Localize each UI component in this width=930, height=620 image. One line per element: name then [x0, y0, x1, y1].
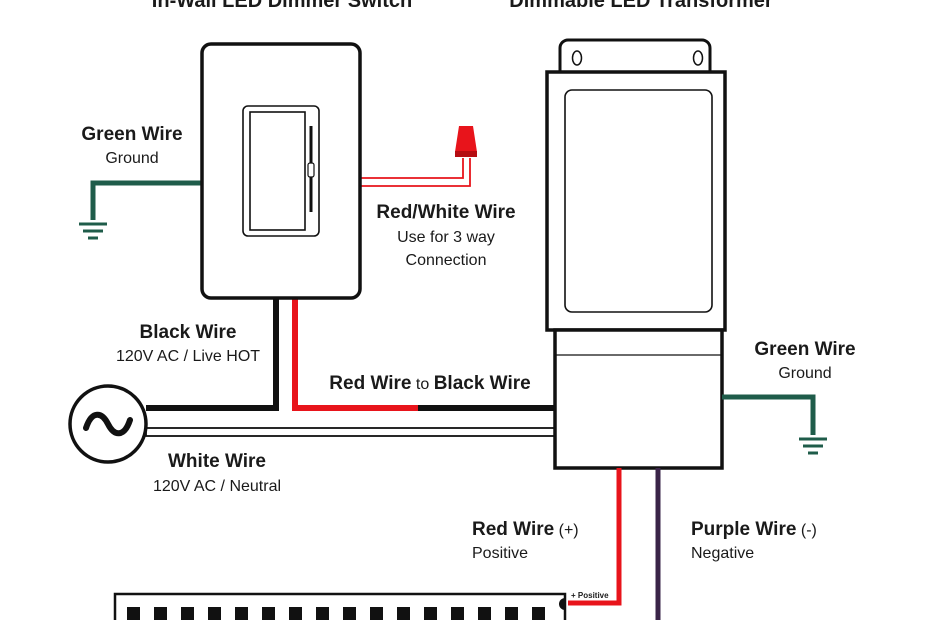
ground-icon [79, 222, 107, 240]
green-left-desc: Ground [105, 150, 158, 167]
mount-hole-icon [692, 50, 704, 66]
white-label: White Wire [168, 451, 266, 472]
led-chip [262, 607, 275, 620]
led-chip [235, 607, 248, 620]
red-white-wire [360, 126, 477, 187]
led-chip [505, 607, 518, 620]
white-desc: 120V AC / Neutral [153, 478, 281, 495]
transformer [545, 38, 727, 470]
led-chip [316, 607, 329, 620]
red-to-black-label: Red Wire to Black Wire [329, 373, 530, 394]
red-output-wire [568, 468, 622, 606]
dimmer-title: In-Wall LED Dimmer Switch [152, 0, 412, 12]
red-white-desc2: Connection [406, 252, 487, 269]
red-white-desc1: Use for 3 way [397, 229, 495, 246]
black-desc: 120V AC / Live HOT [116, 348, 260, 365]
green-right-label: Green Wire [754, 339, 855, 360]
ground-icon [799, 437, 827, 455]
wire-nut-icon [455, 126, 477, 157]
purple-output-desc: Negative [691, 545, 754, 562]
led-chip [397, 607, 410, 620]
dimmer-slider-icon [307, 162, 315, 178]
right-ground-wire [722, 394, 827, 455]
led-chip [370, 607, 383, 620]
led-chip [154, 607, 167, 620]
strip-positive-label: + Positive [571, 591, 609, 600]
red-wire-dimmer [292, 298, 420, 411]
purple-output-label: Purple Wire (-) [691, 519, 817, 540]
white-wire [145, 427, 558, 437]
led-chip [478, 607, 491, 620]
led-chip [127, 607, 140, 620]
dimmer-switch [200, 42, 362, 300]
led-chip [424, 607, 437, 620]
left-ground-wire [79, 180, 204, 240]
green-left-label: Green Wire [81, 124, 182, 145]
ac-source-icon [68, 384, 148, 464]
red-white-label: Red/White Wire [376, 202, 515, 223]
led-chip [451, 607, 464, 620]
red-output-desc: Positive [472, 545, 528, 562]
black-wire [146, 298, 279, 411]
led-chip [289, 607, 302, 620]
led-chip [208, 607, 221, 620]
led-strip [113, 592, 567, 620]
red-output-label: Red Wire (+) [472, 519, 579, 540]
mount-hole-icon [571, 50, 583, 66]
green-right-desc: Ground [778, 365, 831, 382]
transformer-title: Dimmable LED Transformer [509, 0, 773, 12]
led-chip [343, 607, 356, 620]
black-label: Black Wire [140, 322, 237, 343]
led-chip [532, 607, 545, 620]
led-chip [181, 607, 194, 620]
